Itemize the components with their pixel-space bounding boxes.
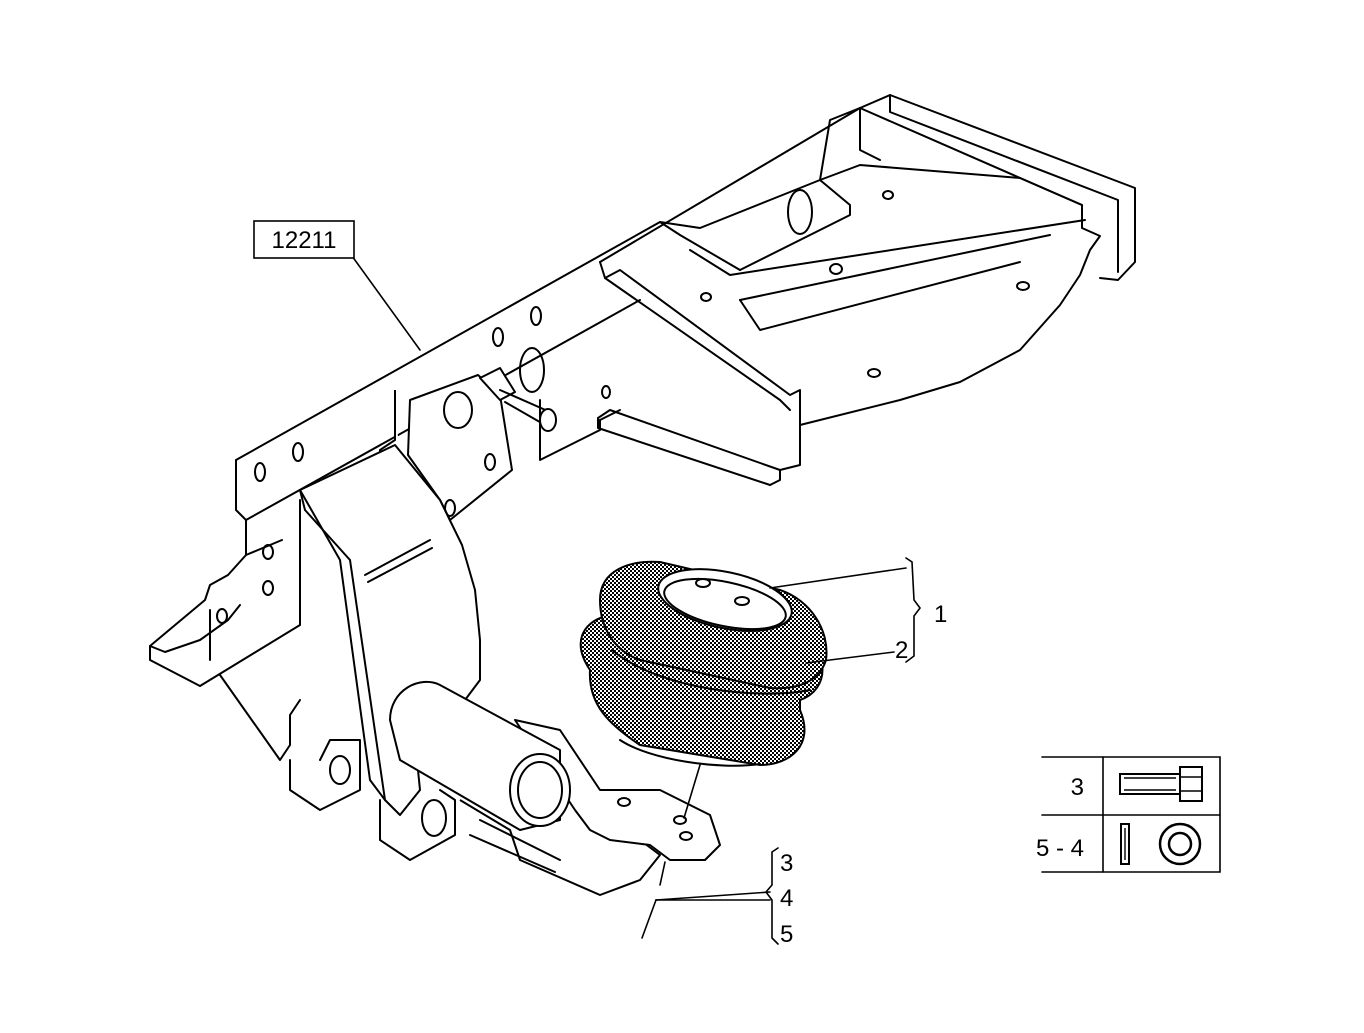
- trailing-arm: [219, 444, 481, 861]
- reference-number: 12211: [272, 227, 337, 254]
- frame-side-rail: [149, 107, 861, 687]
- callout-4: 4: [780, 885, 793, 912]
- frame-crossmember: [597, 94, 1136, 486]
- callout-3: 3: [780, 850, 793, 877]
- washer-icon: [1120, 822, 1202, 866]
- leader-lines: [351, 255, 921, 945]
- legend-row-1-label: 3: [1071, 774, 1084, 801]
- legend-row-2-label: 5 - 4: [1036, 835, 1084, 862]
- callout-5: 5: [780, 921, 793, 948]
- axle-tube: [389, 680, 721, 896]
- callout-1: 1: [934, 601, 947, 628]
- callout-2: 2: [895, 637, 908, 664]
- hex-bolt-icon: [1119, 766, 1203, 802]
- legend-table: 3 5 - 4: [1036, 756, 1221, 873]
- air-spring: [579, 560, 828, 767]
- reference-box: [253, 220, 355, 259]
